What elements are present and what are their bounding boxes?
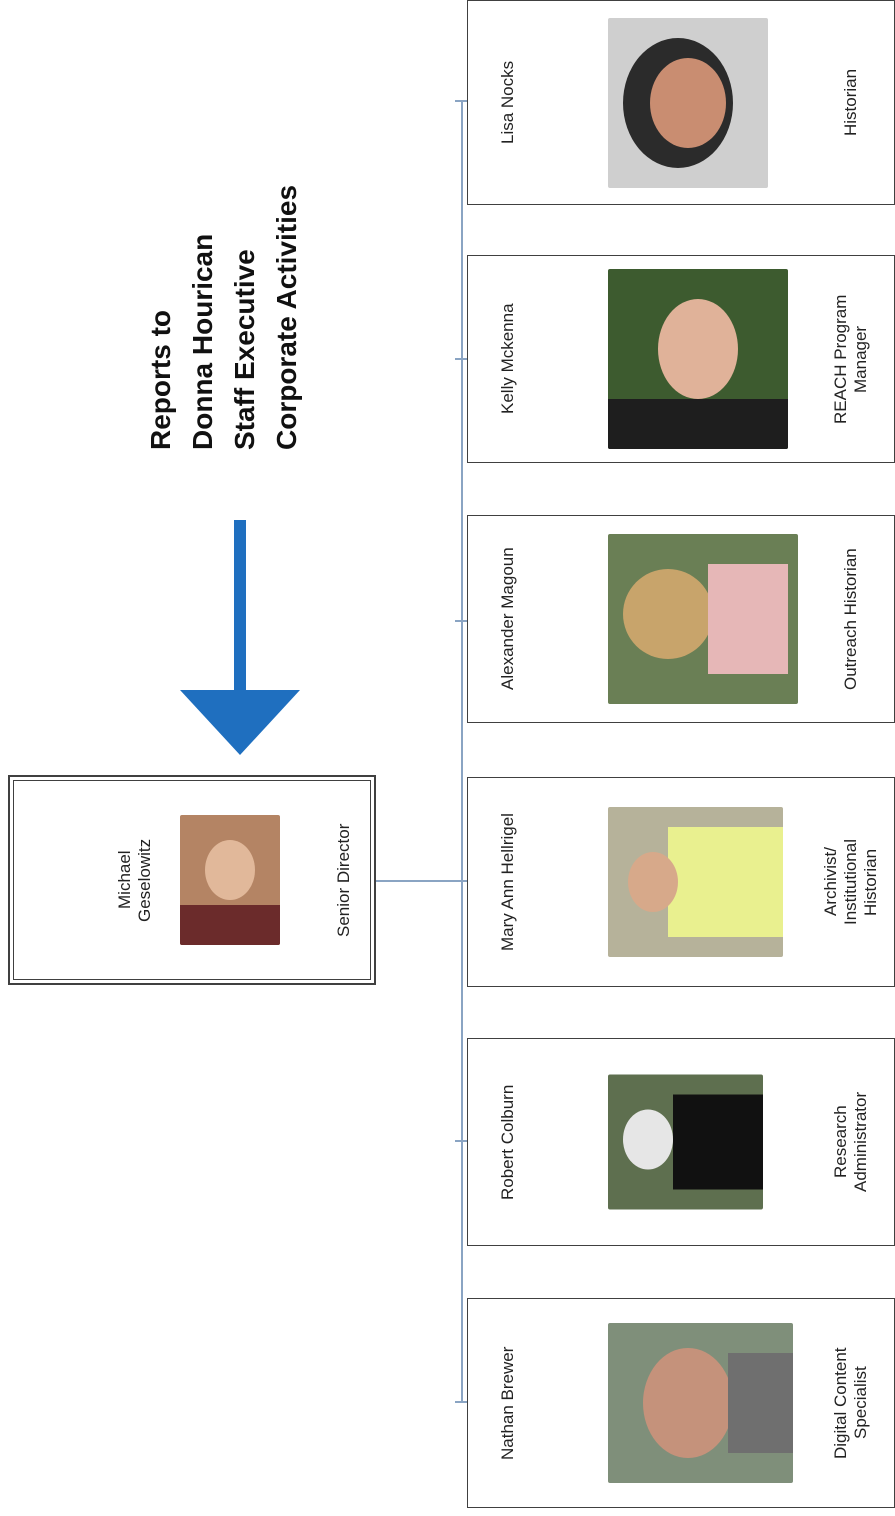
- portrait-photo: [180, 815, 280, 945]
- down-arrow-icon: [180, 520, 300, 755]
- staff-title: Historian: [841, 68, 860, 137]
- portrait-photo: [608, 534, 798, 704]
- connector-staff-trunk: [461, 100, 463, 1403]
- staff-name: Robert Colburn: [498, 1084, 517, 1200]
- connector-branch-5: [455, 1140, 467, 1142]
- portrait-photo: [608, 17, 768, 188]
- portrait-photo: [608, 269, 788, 449]
- connector-branch-4: [455, 880, 467, 882]
- senior-director-card: Michael Geselowitz Senior Director: [8, 775, 376, 985]
- connector-branch-3: [455, 620, 467, 622]
- portrait-photo: [608, 807, 783, 957]
- staff-title: Research Administrator: [831, 1091, 870, 1193]
- staff-card: Lisa Nocks Historian: [467, 0, 895, 205]
- staff-card: Nathan Brewer Digital Content Specialist: [467, 1298, 895, 1508]
- staff-title: Digital Content Specialist: [831, 1347, 870, 1459]
- senior-director-title: Senior Director: [334, 823, 353, 937]
- staff-title: Outreach Historian: [841, 548, 860, 690]
- connector-branch-1: [455, 100, 467, 102]
- staff-title: Archivist/ Institutional Historian: [821, 839, 880, 925]
- note-line: Corporate Activities: [271, 184, 302, 450]
- reports-to-note: Reports to Donna Hourican Staff Executive C…: [140, 150, 308, 450]
- connector-branch-6: [455, 1401, 467, 1403]
- staff-card: Alexander Magoun Outreach Historian: [467, 515, 895, 723]
- staff-name: Kelly Mckenna: [498, 303, 517, 415]
- portrait-photo: [608, 1074, 763, 1210]
- note-line: Reports to: [145, 310, 176, 450]
- senior-director-name: Michael Geselowitz: [115, 838, 154, 922]
- staff-card: Robert Colburn Research Administrator: [467, 1038, 895, 1246]
- portrait-photo: [608, 1323, 793, 1483]
- staff-card: Mary Ann Hellrigel Archivist/ Institutio…: [467, 777, 895, 987]
- staff-title: REACH Program Manager: [831, 294, 870, 424]
- staff-name: Lisa Nocks: [498, 60, 517, 145]
- staff-name: Nathan Brewer: [498, 1346, 517, 1460]
- connector-senior-to-staff: [375, 880, 463, 882]
- staff-name: Alexander Magoun: [498, 547, 517, 691]
- staff-name: Mary Ann Hellrigel: [498, 813, 517, 951]
- connector-branch-2: [455, 358, 467, 360]
- note-line: Donna Hourican: [187, 233, 218, 450]
- note-line: Staff Executive: [229, 249, 260, 450]
- staff-card: Kelly Mckenna REACH Program Manager: [467, 255, 895, 463]
